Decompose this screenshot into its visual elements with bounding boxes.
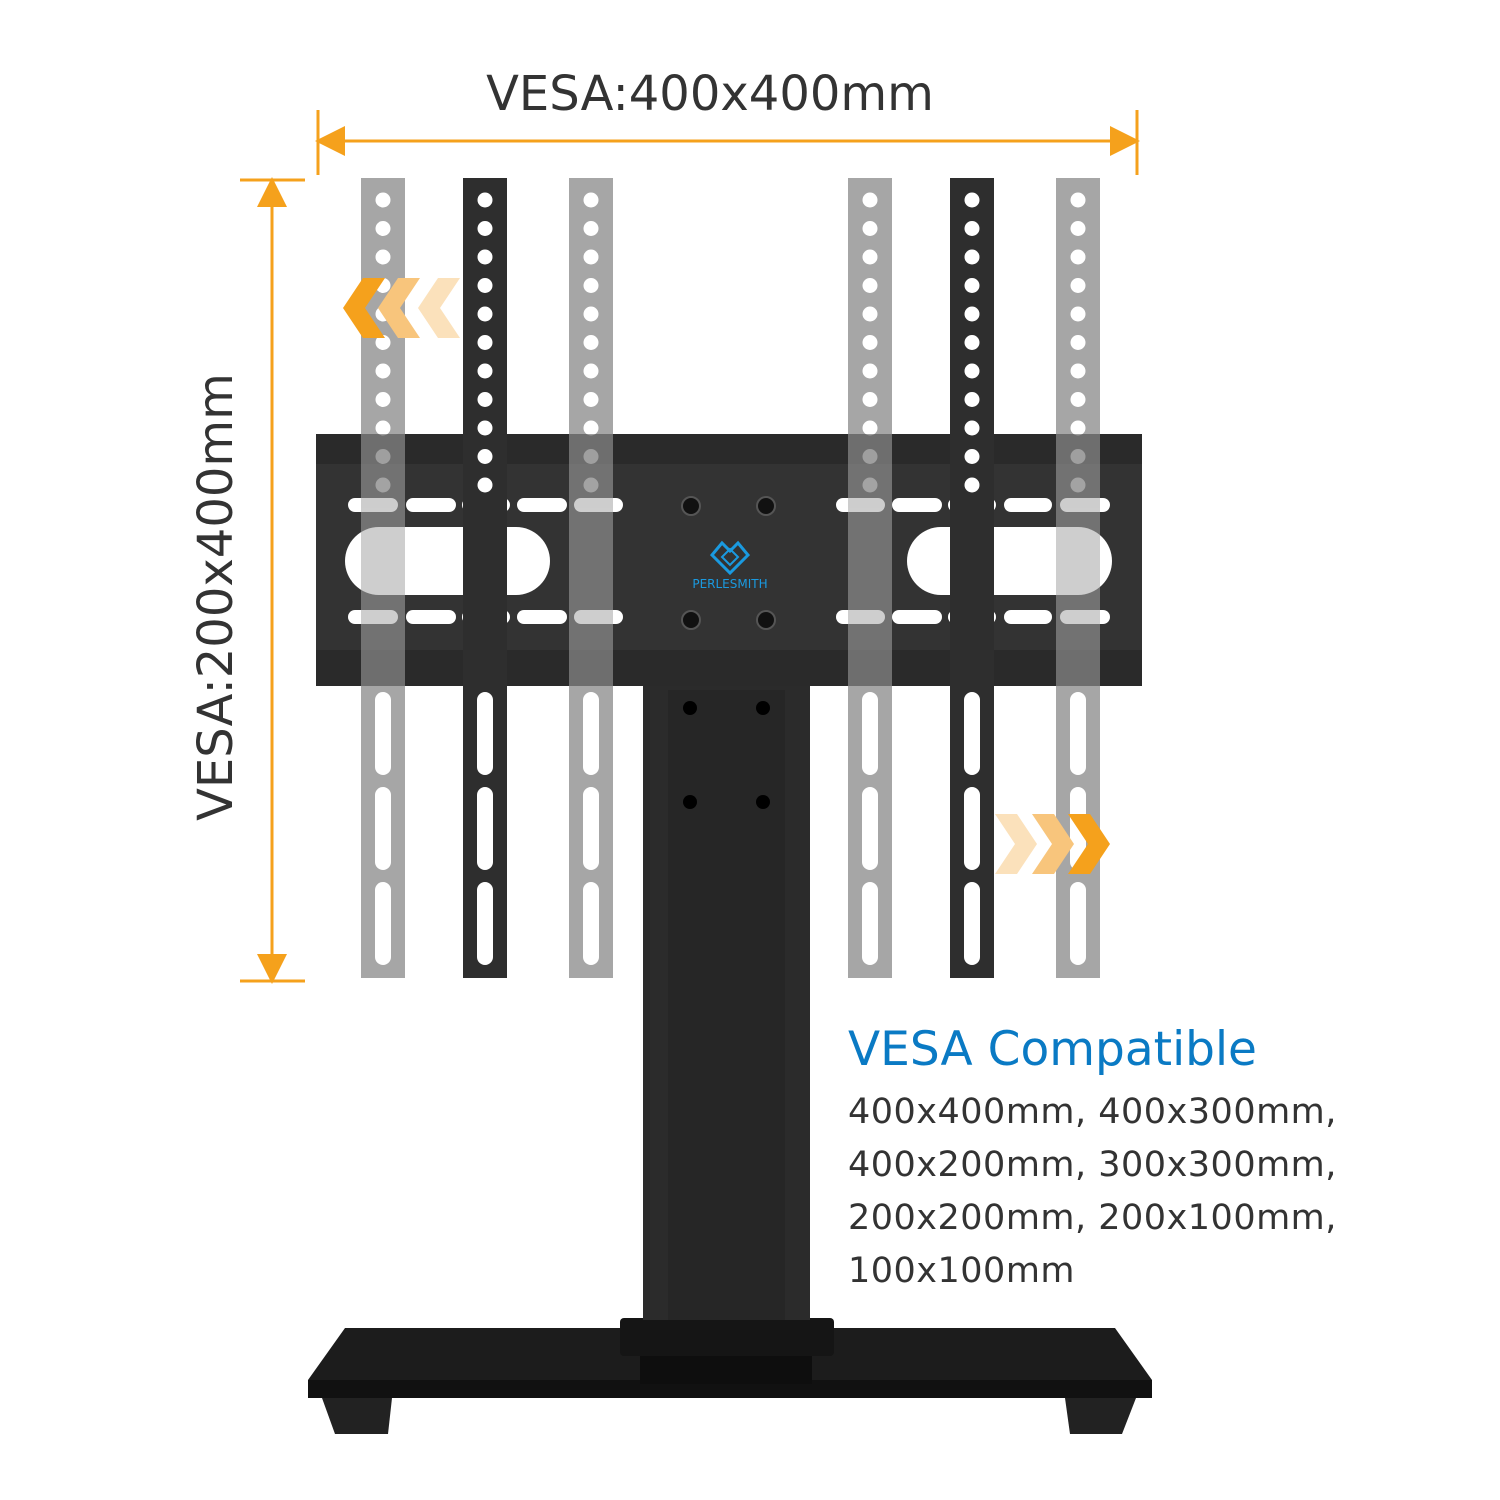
compatibility-line: 400x200mm, 300x300mm, — [848, 1145, 1337, 1185]
stand-base — [308, 1318, 1152, 1434]
move-left-chevrons-icon — [343, 278, 460, 338]
width-label: VESA:400x400mm — [486, 66, 934, 122]
vesa-rail — [569, 178, 613, 978]
compatibility-line: 400x400mm, 400x300mm, — [848, 1092, 1337, 1132]
height-dimension: VESA:200x400mm — [188, 177, 305, 984]
move-right-chevrons-icon — [995, 814, 1110, 874]
mounting-plate: PERLESMITH — [316, 434, 1142, 686]
height-label: VESA:200x400mm — [188, 373, 244, 821]
vesa-rail — [361, 178, 405, 978]
compatibility-heading: VESA Compatible — [848, 1022, 1257, 1077]
vesa-rail — [950, 178, 994, 978]
brand-name: PERLESMITH — [692, 577, 767, 591]
compatibility-line: 200x200mm, 200x100mm, — [848, 1198, 1337, 1238]
vesa-rail — [463, 178, 507, 978]
stand-column — [643, 680, 810, 1320]
width-dimension: VESA:400x400mm — [315, 66, 1140, 175]
perlesmith-logo: PERLESMITH — [692, 540, 768, 591]
vesa-rail — [848, 178, 892, 978]
compatibility-line: 100x100mm — [848, 1251, 1076, 1291]
